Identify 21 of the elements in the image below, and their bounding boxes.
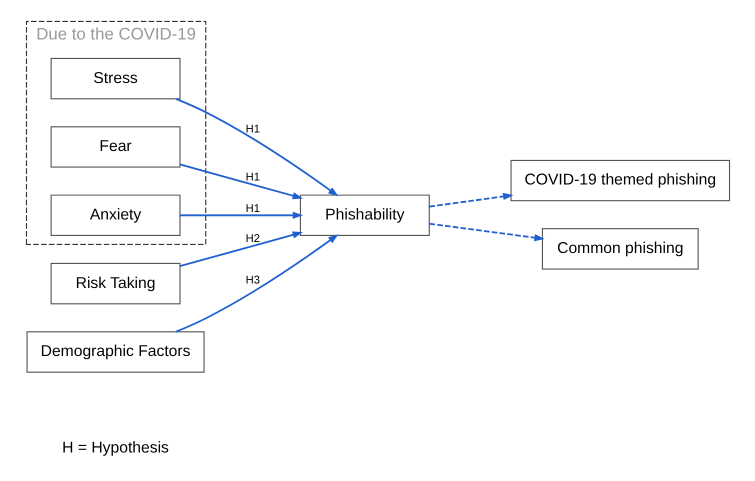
node-box: COVID-19 themed phishing [510,160,730,202]
arrow [175,98,338,196]
edge-label: H3 [245,274,260,287]
arrow [175,234,338,333]
arrow [428,192,513,208]
node-box: Fear [50,126,180,168]
label: H = Hypothesis [62,439,168,456]
node-box: Phishability [299,194,430,236]
node-box: Demographic Factors [26,331,204,373]
arrow [180,164,302,200]
edge-label: H1 [245,202,260,215]
edge-label: H2 [245,233,260,246]
node-box: Common phishing [541,228,698,270]
arrow [180,212,303,219]
arrow [180,231,302,267]
node-box: Anxiety [50,194,180,236]
node-box: Risk Taking [50,262,180,304]
edge-label: H1 [245,123,260,136]
edge-label: H1 [245,172,260,184]
node-box: Stress [50,58,180,100]
arrow [428,222,544,242]
